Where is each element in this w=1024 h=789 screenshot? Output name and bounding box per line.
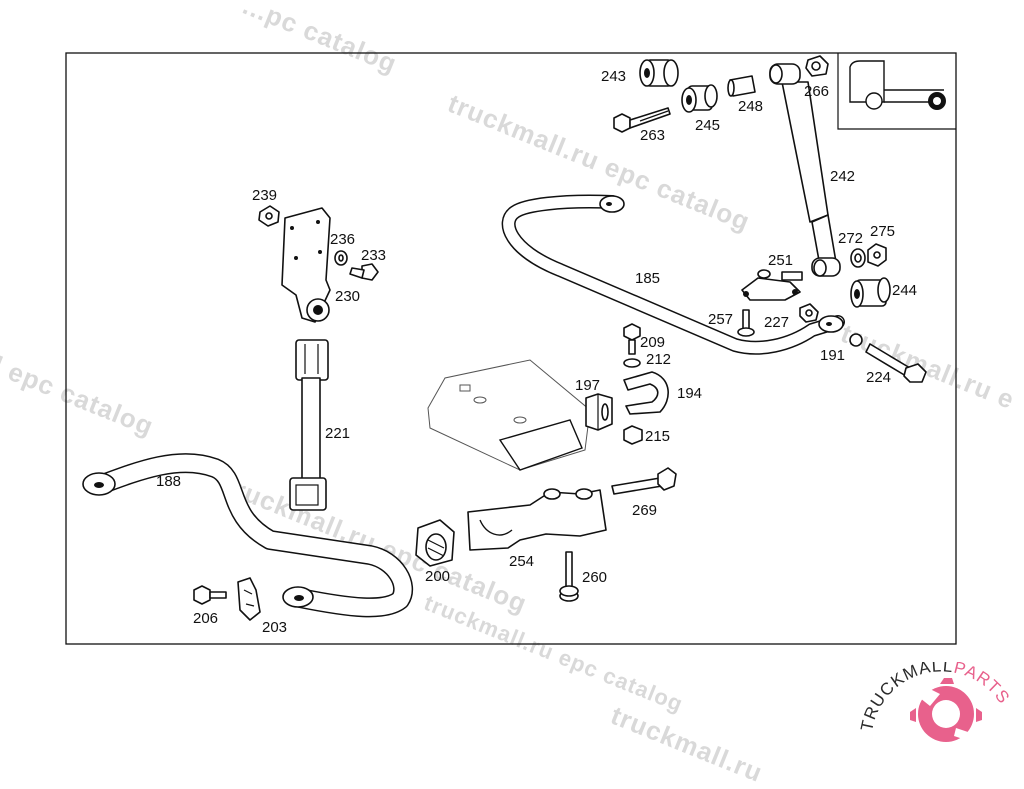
label-275: 275 — [870, 223, 895, 240]
label-197: 197 — [575, 377, 600, 394]
bolt-269 — [611, 467, 677, 495]
bolt-224 — [849, 333, 927, 383]
nut-239 — [258, 205, 280, 227]
part-labels: 243 245 248 266 263 242 239 236 233 230 … — [156, 68, 917, 636]
shock-absorber-242 — [769, 63, 841, 277]
label-212: 212 — [646, 351, 671, 368]
bushing-243 — [639, 59, 679, 87]
bracket-251 — [741, 269, 803, 301]
label-269: 269 — [632, 502, 657, 519]
bolt-209 — [623, 323, 641, 355]
label-188: 188 — [156, 473, 181, 490]
label-236: 236 — [330, 231, 355, 248]
bolt-206 — [193, 585, 227, 605]
clamp-194 — [623, 371, 669, 415]
stabilizer-bar-185 — [501, 194, 845, 355]
stabilizer-bar-188 — [82, 453, 414, 618]
inset-vehicle-icon — [837, 53, 956, 130]
bracket-254 — [467, 488, 607, 551]
bushing-244 — [850, 277, 891, 308]
label-215: 215 — [645, 428, 670, 445]
bolt-260 — [559, 551, 579, 602]
label-203: 203 — [262, 619, 287, 636]
label-191: 191 — [820, 347, 845, 364]
label-239: 239 — [252, 187, 277, 204]
label-245: 245 — [695, 117, 720, 134]
truckmall-parts-logo: TRUCKMALLPARTS — [857, 656, 1018, 750]
label-224: 224 — [866, 369, 891, 386]
label-254: 254 — [509, 553, 534, 570]
bracket-230 — [281, 207, 331, 323]
bolt-263 — [613, 107, 671, 133]
nut-275 — [867, 243, 887, 267]
label-244: 244 — [892, 282, 917, 299]
washer-236 — [334, 250, 348, 266]
label-230: 230 — [335, 288, 360, 305]
label-243: 243 — [601, 68, 626, 85]
label-233: 233 — [361, 247, 386, 264]
bolt-233 — [349, 263, 379, 281]
label-206: 206 — [193, 610, 218, 627]
gear-icon — [910, 678, 982, 742]
diagram-svg: 243 245 248 266 263 242 239 236 233 230 … — [65, 52, 957, 645]
label-200: 200 — [425, 568, 450, 585]
label-227: 227 — [764, 314, 789, 331]
label-257: 257 — [708, 311, 733, 328]
label-272: 272 — [838, 230, 863, 247]
label-263: 263 — [640, 127, 665, 144]
label-248: 248 — [738, 98, 763, 115]
label-185: 185 — [635, 270, 660, 287]
diagram-frame — [65, 52, 957, 645]
label-260: 260 — [582, 569, 607, 586]
link-rod-221 — [289, 339, 329, 511]
label-242: 242 — [830, 168, 855, 185]
sleeve-248 — [727, 75, 756, 97]
label-209: 209 — [640, 334, 665, 351]
nut-227 — [799, 303, 819, 323]
label-194: 194 — [677, 385, 702, 402]
washer-272 — [850, 248, 866, 268]
frame-rail — [427, 359, 591, 471]
bushing-200 — [415, 519, 455, 567]
bolt-257 — [737, 309, 755, 337]
clamp-203 — [237, 577, 261, 621]
label-251: 251 — [768, 252, 793, 269]
washer-212 — [623, 358, 641, 368]
nut-215 — [623, 425, 643, 445]
label-266: 266 — [804, 83, 829, 100]
label-221: 221 — [325, 425, 350, 442]
rubber-mount-197 — [585, 393, 613, 431]
bushing-245 — [681, 84, 718, 113]
nut-266 — [805, 55, 829, 77]
